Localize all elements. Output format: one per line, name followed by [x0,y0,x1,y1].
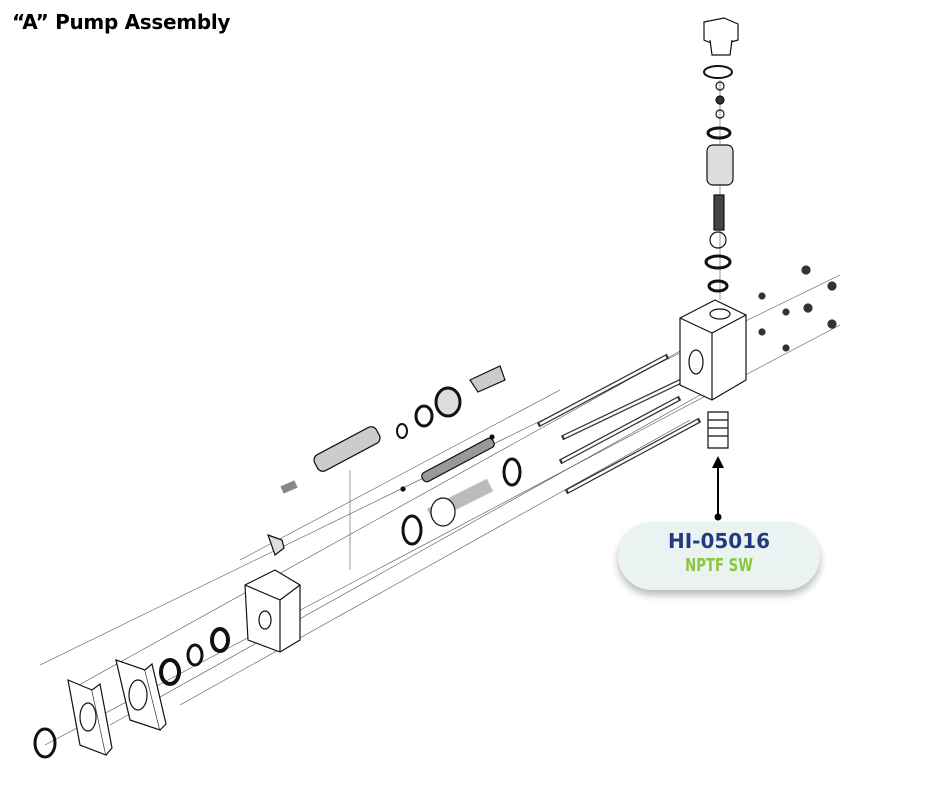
tie-rods-inner [539,355,699,493]
middle-flange-plate [115,659,167,731]
packing-seal-stack [33,627,230,759]
upper-manifold-block [679,299,747,401]
lower-manifold-block [244,534,301,653]
part-description-label: NPTF SW [685,555,753,576]
nptf-sw-fitting [707,411,729,449]
callout-leader [712,456,724,521]
page-title: “A” Pump Assembly [12,10,231,34]
part-callout-badge: HI-05016 NPTF SW [618,522,820,590]
end-flange-plate [67,679,113,756]
small-rings [396,365,522,546]
part-number-label: HI-05016 [667,529,771,553]
piston-rods [280,426,495,527]
tie-rod-nuts [758,265,837,352]
check-valve-stack [703,17,739,293]
